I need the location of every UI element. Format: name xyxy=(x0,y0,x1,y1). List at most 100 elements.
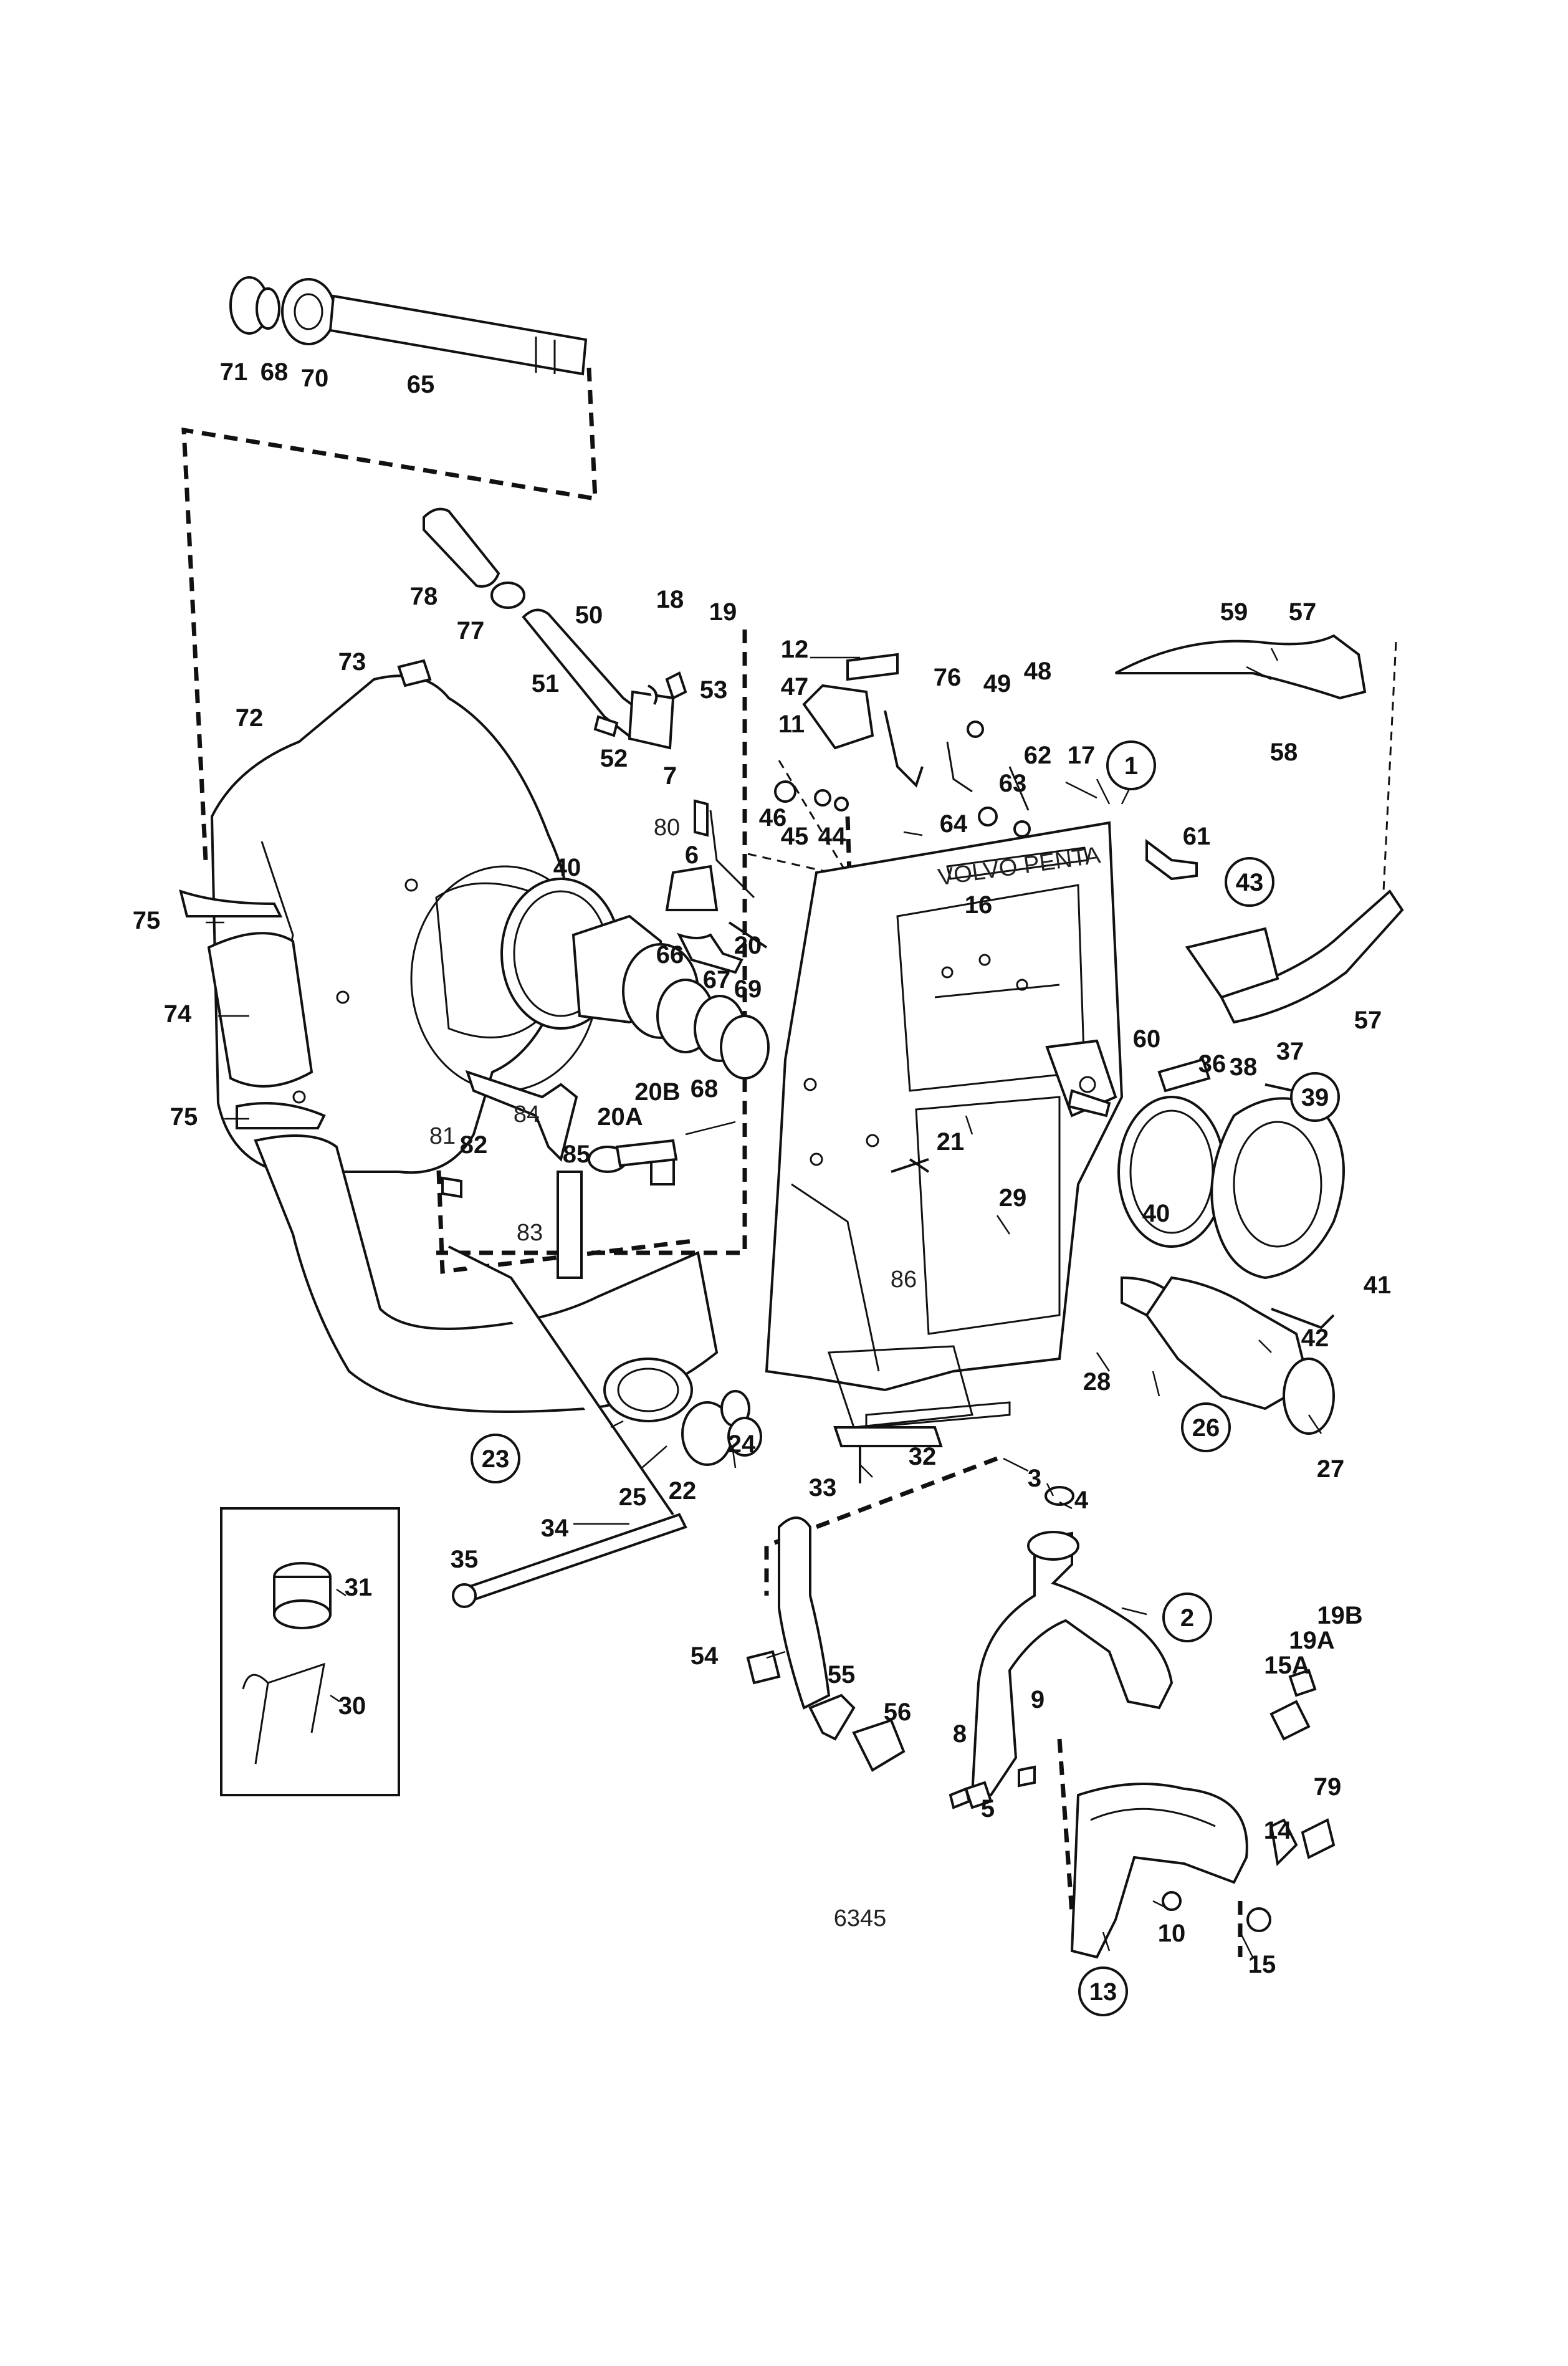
label-55: 55 xyxy=(828,1661,856,1688)
label-6: 6 xyxy=(685,841,699,869)
label-11: 11 xyxy=(778,711,805,738)
label-7: 7 xyxy=(663,762,677,790)
label-54: 54 xyxy=(691,1642,719,1670)
label-12: 12 xyxy=(781,636,809,663)
leader-lines xyxy=(206,648,1322,1958)
label-51: 51 xyxy=(532,670,560,697)
label-20A: 20A xyxy=(597,1103,643,1131)
kit-inset-box xyxy=(220,1507,400,1796)
label-63: 63 xyxy=(999,770,1027,797)
label-39: 39 xyxy=(1301,1084,1329,1111)
label-57a: 57 xyxy=(1289,598,1317,626)
label-22: 22 xyxy=(669,1477,697,1505)
label-16: 16 xyxy=(965,891,993,919)
label-65: 65 xyxy=(407,371,435,398)
label-17: 17 xyxy=(1068,742,1096,769)
circled-callouts xyxy=(471,740,1340,2016)
label-4: 4 xyxy=(1074,1487,1089,1514)
label-47: 47 xyxy=(781,673,809,701)
label-28: 28 xyxy=(1083,1368,1111,1396)
label-42: 42 xyxy=(1301,1324,1329,1352)
label-23: 23 xyxy=(482,1445,510,1473)
label-26: 26 xyxy=(1192,1414,1220,1442)
drawing-number: 6345 xyxy=(834,1905,887,1932)
label-14: 14 xyxy=(1264,1817,1292,1844)
drive-shaft-assembly xyxy=(229,276,588,376)
label-48: 48 xyxy=(1024,658,1052,685)
label-38: 38 xyxy=(1230,1053,1258,1081)
label-18: 18 xyxy=(656,586,684,613)
label-21: 21 xyxy=(937,1128,965,1156)
label-3: 3 xyxy=(1028,1465,1041,1492)
label-68a: 68 xyxy=(261,358,289,386)
label-49: 49 xyxy=(983,670,1011,697)
label-36: 36 xyxy=(1198,1050,1226,1078)
label-69: 69 xyxy=(734,975,762,1003)
label-20: 20 xyxy=(734,932,762,959)
label-41: 41 xyxy=(1364,1272,1392,1299)
label-15: 15 xyxy=(1248,1951,1276,1978)
label-32: 32 xyxy=(909,1443,937,1470)
label-19B: 19B xyxy=(1317,1602,1362,1629)
label-85: 85 xyxy=(563,1141,591,1168)
label-83: 83 xyxy=(517,1220,543,1246)
label-31: 31 xyxy=(345,1574,373,1601)
label-53: 53 xyxy=(700,676,728,704)
label-5: 5 xyxy=(981,1795,995,1822)
water-hoses xyxy=(423,507,1404,1710)
transom-shield xyxy=(765,821,1124,1429)
label-77: 77 xyxy=(457,617,485,644)
label-82: 82 xyxy=(460,1131,488,1159)
label-10: 10 xyxy=(1158,1920,1186,1947)
label-40a: 40 xyxy=(553,854,581,881)
fasteners xyxy=(397,653,1335,1608)
label-19: 19 xyxy=(709,598,737,626)
label-8: 8 xyxy=(953,1720,967,1748)
label-72: 72 xyxy=(236,704,264,732)
label-79: 79 xyxy=(1314,1773,1342,1801)
label-19A: 19A xyxy=(1289,1627,1334,1654)
label-30: 30 xyxy=(338,1692,366,1720)
label-78: 78 xyxy=(410,583,438,610)
label-9: 9 xyxy=(1031,1686,1045,1713)
label-70: 70 xyxy=(301,365,329,392)
label-15A: 15A xyxy=(1264,1652,1309,1679)
label-1: 1 xyxy=(1124,752,1138,780)
label-66: 66 xyxy=(656,941,684,969)
label-62: 62 xyxy=(1024,742,1052,769)
label-46: 46 xyxy=(759,804,787,831)
label-43: 43 xyxy=(1236,869,1264,896)
label-33: 33 xyxy=(809,1474,837,1502)
label-59: 59 xyxy=(1220,598,1248,626)
label-73: 73 xyxy=(338,648,366,676)
label-2: 2 xyxy=(1180,1604,1194,1632)
label-24: 24 xyxy=(728,1430,756,1458)
label-40b: 40 xyxy=(1142,1200,1170,1227)
seals-and-rings xyxy=(500,878,1345,1466)
label-76: 76 xyxy=(934,664,962,691)
label-35: 35 xyxy=(451,1546,479,1573)
label-25: 25 xyxy=(619,1483,647,1511)
label-67: 67 xyxy=(703,966,731,994)
label-61: 61 xyxy=(1183,823,1211,850)
label-34: 34 xyxy=(541,1515,569,1542)
exhaust-hose xyxy=(179,889,719,1422)
label-64: 64 xyxy=(940,810,968,838)
label-52: 52 xyxy=(600,745,628,772)
label-60: 60 xyxy=(1133,1025,1161,1053)
label-44: 44 xyxy=(818,823,846,850)
label-75b: 75 xyxy=(170,1103,198,1131)
label-57b: 57 xyxy=(1354,1007,1382,1034)
label-45: 45 xyxy=(781,823,809,850)
label-71: 71 xyxy=(220,358,248,386)
label-13: 13 xyxy=(1089,1978,1117,2006)
label-74: 74 xyxy=(164,1000,192,1028)
label-86: 86 xyxy=(891,1267,917,1293)
label-58: 58 xyxy=(1270,739,1298,766)
label-20B: 20B xyxy=(634,1078,680,1106)
label-27: 27 xyxy=(1317,1455,1345,1483)
label-29: 29 xyxy=(999,1184,1027,1212)
label-56: 56 xyxy=(884,1698,912,1726)
label-80: 80 xyxy=(654,815,680,841)
